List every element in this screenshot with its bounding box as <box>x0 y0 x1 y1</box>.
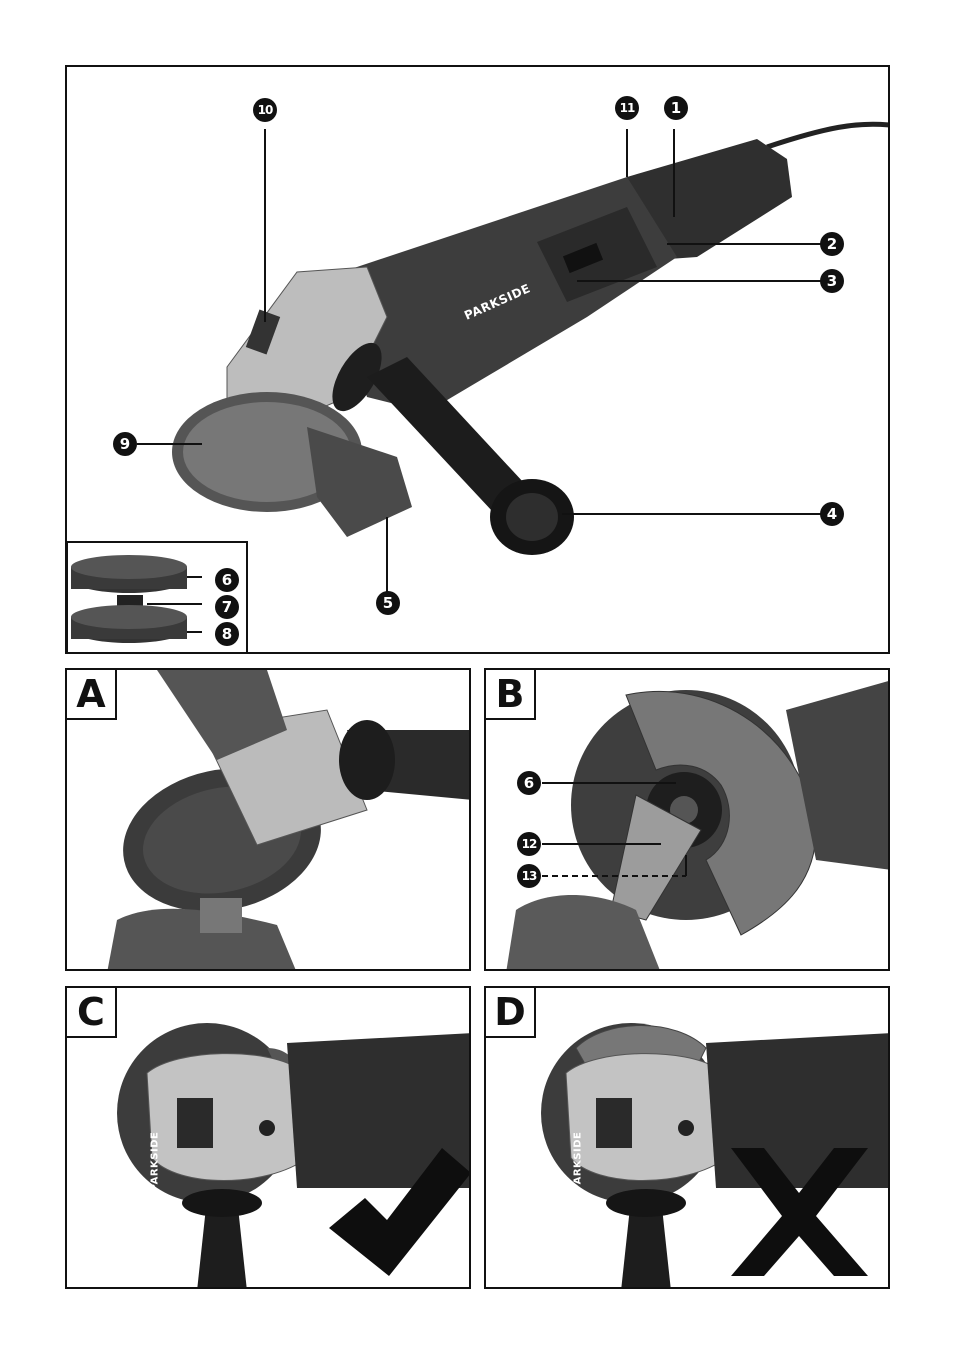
callout-b-6: 6 <box>517 771 541 795</box>
callout-5: 5 <box>376 591 400 615</box>
parkside-logo-d: PARKSIDE <box>572 1131 584 1192</box>
panel-letter-b: B <box>486 670 536 720</box>
callout-1: 1 <box>664 96 688 120</box>
callout-3: 3 <box>820 269 844 293</box>
checkmark-correct-icon <box>329 1148 469 1278</box>
panel-a: A <box>65 668 471 971</box>
panel-letter-c: C <box>67 988 117 1038</box>
panel-b: B 6 12 13 <box>484 668 890 971</box>
panel-letter-a: A <box>67 670 117 720</box>
panel-c: C PARKSIDE <box>65 986 471 1289</box>
main-figure: PARKSIDE 10 11 1 2 3 4 5 9 6 7 8 <box>65 65 890 654</box>
flange-wrench-illustration <box>506 681 888 969</box>
callout-9: 9 <box>113 432 137 456</box>
angle-grinder-illustration <box>67 121 888 652</box>
callout-2: 2 <box>820 232 844 256</box>
cross-incorrect-icon <box>731 1148 871 1278</box>
callout-b-13: 13 <box>517 864 541 888</box>
disc-install-illustration <box>107 670 469 969</box>
callout-11: 11 <box>615 96 639 120</box>
guard-incorrect-illustration <box>541 1023 888 1287</box>
callout-b-12: 12 <box>517 832 541 856</box>
callout-6: 6 <box>215 568 239 592</box>
parkside-logo-c: PARKSIDE <box>149 1131 161 1192</box>
callout-10: 10 <box>253 98 277 122</box>
guard-correct-illustration <box>117 1023 469 1287</box>
panel-letter-d: D <box>486 988 536 1038</box>
callout-8: 8 <box>215 622 239 646</box>
panel-d: D PARKSIDE <box>484 986 890 1289</box>
callout-4: 4 <box>820 502 844 526</box>
callout-7: 7 <box>215 595 239 619</box>
